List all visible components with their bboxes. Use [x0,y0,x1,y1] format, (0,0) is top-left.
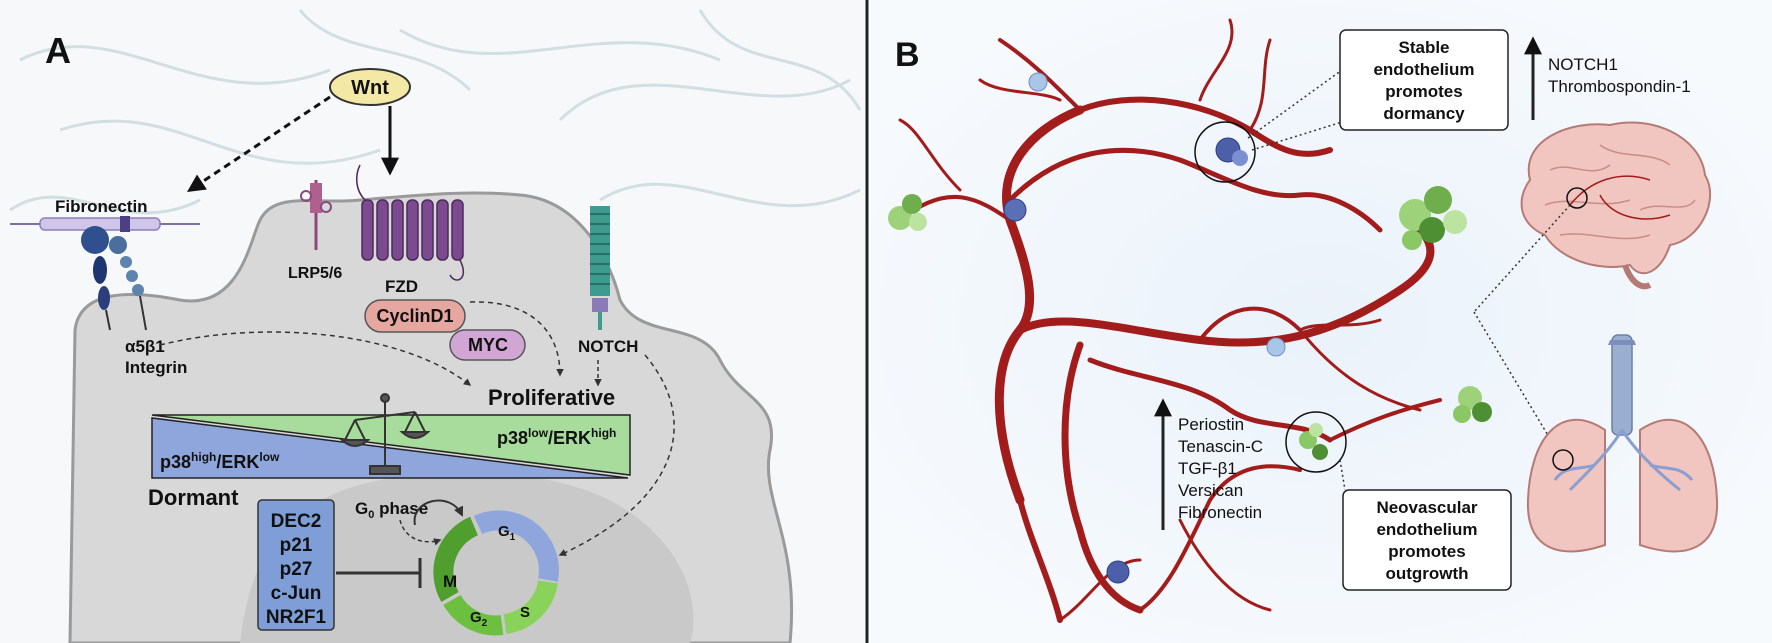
tumor-cells-dormant [1003,72,1286,584]
proliferative-label: Proliferative [488,385,615,410]
stable-callout-line-1 [1247,69,1343,139]
neovascular-endothelium-callout [1285,411,1347,473]
ecm-fibers [9,9,862,215]
up-top-1: Thrombospondin-1 [1548,77,1691,96]
g0-g: G [355,499,368,518]
high-sup: high [591,426,616,440]
neovascular-endothelium-box [1342,489,1512,591]
notch-label: NOTCH [578,337,638,356]
integrin-label-1: α5β1 [125,337,165,356]
lrp-receptor [300,180,332,250]
lungs-icon [1526,334,1719,553]
dormancy-factors-box [257,499,335,631]
myc-pill [449,329,526,361]
panel-b: B [870,0,1772,643]
panel-b-letter: B [895,36,920,74]
fibronectin-fiber [10,216,200,232]
erk-text: /ERK [548,428,591,448]
stable-line-3: dormancy [1383,104,1465,123]
lung-callout-line [1473,311,1559,453]
s-label: S [520,604,530,621]
erk-text-2: /ERK [216,452,259,472]
lrp-label: LRP5/6 [288,265,342,282]
m-label: M [443,572,457,591]
g0-sub: 0 [368,509,374,521]
up-top-0: NOTCH1 [1548,55,1618,74]
lung-callout [1552,449,1574,471]
factor-1: p21 [280,535,313,556]
p38-high-erk-low-label: p38high/ERKlow [160,450,280,472]
fibronectin-label: Fibronectin [55,197,148,216]
g1-label: G1 [498,523,516,543]
high-sup-2: high [191,450,216,464]
panel-a-letter: A [45,30,71,71]
neo-line-2: promotes [1388,542,1465,561]
cyclin-label: CyclinD1 [376,306,453,326]
up-bottom-4: Fibronectin [1178,503,1262,522]
g1-g: G [498,523,510,540]
low-sup: low [528,426,549,440]
stable-line-0: Stable [1398,38,1449,57]
cell-cycle-ring [433,510,559,636]
wnt-to-fibronectin-arrow [187,95,331,192]
panel-b-background [870,0,1772,643]
low-sup-2: low [259,450,280,464]
stable-line-1: endothelium [1373,60,1474,79]
myc-label: MYC [468,335,508,355]
stable-endothelium-box [1339,29,1509,131]
neo-line-3: outgrowth [1385,564,1468,583]
neo-line-1: endothelium [1376,520,1477,539]
nucleus [240,472,694,643]
brain-icon [1520,121,1711,290]
dormant-wedge [151,417,629,479]
tumor-cells-proliferating [888,186,1492,460]
p38-low-erk-high-label: p38low/ERKhigh [497,426,616,448]
g1-sub: 1 [510,532,516,543]
up-bottom-3: Versican [1178,481,1243,500]
wnt-ligand [329,68,411,106]
integrin-receptor [81,226,147,331]
notch-receptor [590,206,610,330]
integrin-label-2: Integrin [125,358,187,377]
factor-0: DEC2 [271,511,322,532]
up-bottom-1: Tenascin-C [1178,437,1263,456]
g2-g: G [470,609,482,626]
up-bottom-2: TGF-β1 [1178,459,1237,478]
balance-scale-icon [339,393,431,475]
cyclin-pill [364,299,466,333]
panel-a: A Wnt Fibronectin α5β1 Integrin [0,0,865,643]
fzd-label: FZD [385,277,418,296]
up-bottom-0: Periostin [1178,415,1244,434]
factor-3: c-Jun [271,583,322,604]
g0-exit-arrow [413,499,464,526]
g0-phase-label: G0 phase [355,499,428,521]
factor-4: NR2F1 [266,607,327,628]
brain-callout [1566,187,1588,209]
g2-sub: 2 [482,618,488,629]
stable-line-2: promotes [1385,82,1462,101]
g2-label: G2 [470,609,488,629]
wnt-label: Wnt [351,77,389,99]
cyclin-to-proliferative-arrow [469,301,564,377]
g0-rest: phase [374,499,428,518]
factor-2: p27 [280,559,313,580]
fzd-receptor [355,164,465,281]
brain-callout-line [1473,204,1571,313]
neo-callout-line [1339,459,1346,491]
notch-to-cycle-arrow [558,354,675,556]
stable-endothelium-callout [1194,121,1256,183]
neo-line-0: Neovascular [1376,498,1477,517]
stable-callout-line-2 [1251,121,1343,151]
dormant-label: Dormant [148,485,239,510]
p38-text-2: p38 [160,452,191,472]
p38-text: p38 [497,428,528,448]
